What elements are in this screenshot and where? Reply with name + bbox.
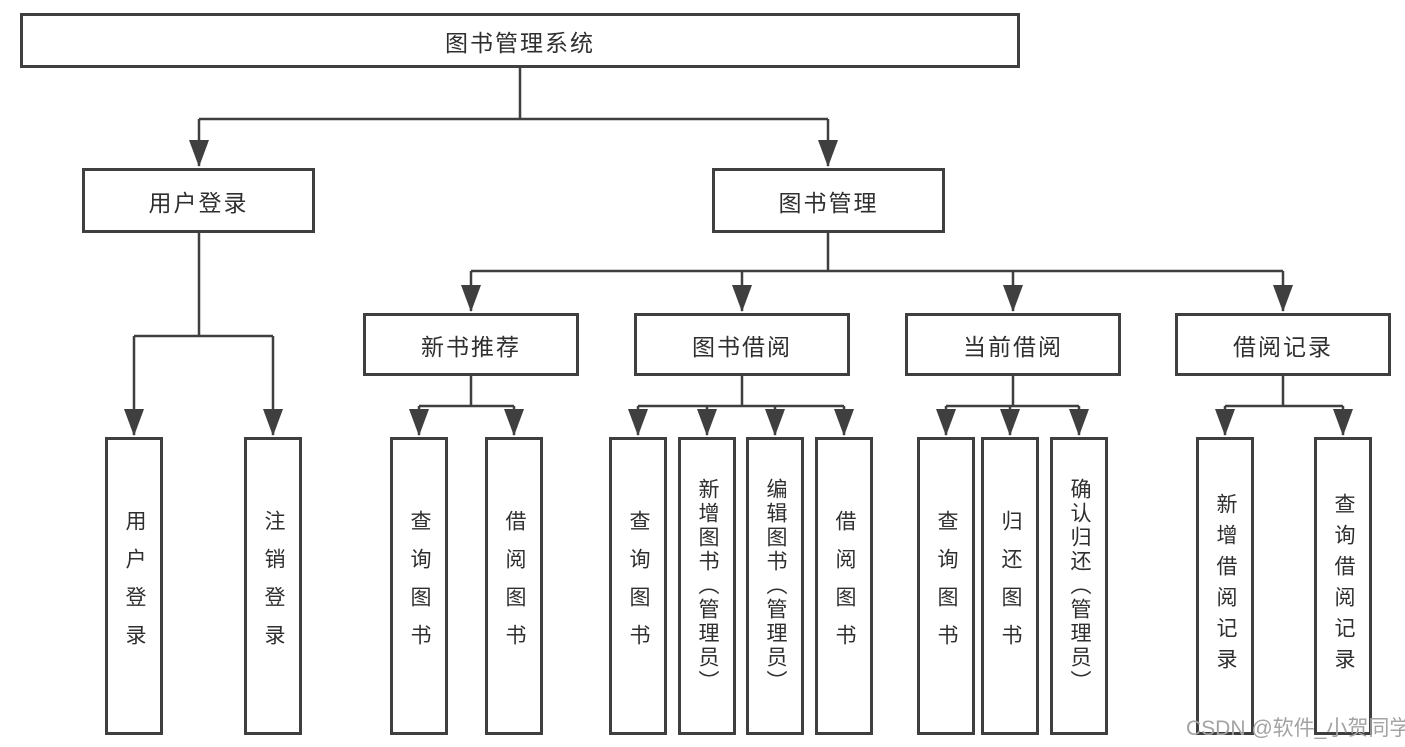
csdn-watermark: CSDN @软件_小贺同学 bbox=[1186, 717, 1405, 740]
connector-skeleton bbox=[134, 68, 1343, 408]
node-current-borrow: 当前借阅 bbox=[905, 313, 1121, 376]
leaf-add-borrow-record: 新增借阅记录 bbox=[1196, 437, 1254, 735]
leaf-query-books-current: 查询图书 bbox=[917, 437, 975, 735]
node-root-system: 图书管理系统 bbox=[20, 13, 1020, 68]
leaf-query-borrow-record: 查询借阅记录 bbox=[1314, 437, 1372, 735]
leaf-return-book: 归还图书 bbox=[981, 437, 1039, 735]
leaf-query-books-borrow: 查询图书 bbox=[609, 437, 667, 735]
leaf-confirm-return-admin: 确认归还（管理员） bbox=[1050, 437, 1108, 735]
node-borrow-records: 借阅记录 bbox=[1175, 313, 1391, 376]
leaf-query-books-recommend: 查询图书 bbox=[390, 437, 448, 735]
leaf-borrow-books-recommend: 借阅图书 bbox=[485, 437, 543, 735]
leaf-user-login: 用户登录 bbox=[105, 437, 163, 735]
node-book-management: 图书管理 bbox=[712, 168, 945, 233]
connector-arrows bbox=[124, 119, 1353, 436]
node-new-book-recommend: 新书推荐 bbox=[363, 313, 579, 376]
node-book-borrow: 图书借阅 bbox=[634, 313, 850, 376]
leaf-edit-book-admin: 编辑图书（管理员） bbox=[746, 437, 804, 735]
leaf-borrow-books: 借阅图书 bbox=[815, 437, 873, 735]
node-user-login: 用户登录 bbox=[82, 168, 315, 233]
leaf-add-book-admin: 新增图书（管理员） bbox=[678, 437, 736, 735]
leaf-logout: 注销登录 bbox=[244, 437, 302, 735]
